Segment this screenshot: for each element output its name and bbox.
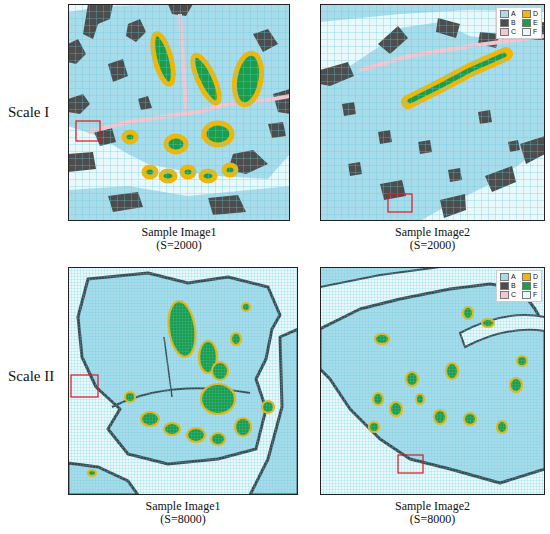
caption-text: (S=8000) bbox=[68, 513, 298, 526]
legend-swatch bbox=[522, 282, 531, 290]
background-cells bbox=[68, 4, 290, 221]
legend-entry: A bbox=[500, 10, 516, 18]
legend-text: F bbox=[533, 28, 537, 36]
legend-text: F bbox=[533, 291, 537, 299]
legend-swatch bbox=[500, 291, 509, 299]
legend-text: C bbox=[511, 28, 516, 36]
map-panel: Sample Image2(S=8000) A D B E C F bbox=[320, 267, 545, 528]
legend-text: B bbox=[511, 282, 516, 290]
caption-text: Sample Image2 bbox=[320, 500, 545, 513]
legend-entry: D bbox=[522, 273, 538, 281]
caption-text: Sample Image1 bbox=[68, 226, 290, 239]
legend-entry: F bbox=[522, 291, 538, 299]
highlight-box bbox=[76, 121, 100, 141]
legend-entry: F bbox=[522, 28, 538, 36]
legend-swatch bbox=[522, 19, 531, 27]
map-panel bbox=[68, 267, 298, 495]
background-cells bbox=[68, 267, 298, 495]
legend-swatch bbox=[522, 291, 531, 299]
panel-frame bbox=[69, 268, 298, 495]
cell-grid bbox=[68, 4, 290, 221]
caption-text: Sample Image2 bbox=[320, 226, 545, 239]
legend-entry: C bbox=[500, 28, 516, 36]
scale-label: Scale II bbox=[8, 368, 54, 385]
map-shape bbox=[320, 4, 545, 221]
legend-swatch bbox=[500, 282, 509, 290]
legend-swatch bbox=[500, 19, 509, 27]
map-panel bbox=[320, 4, 545, 221]
legend-swatch bbox=[500, 28, 509, 36]
map-panel: Sample Image2(S=2000) A D B E C F bbox=[320, 4, 545, 254]
caption-text: (S=8000) bbox=[320, 513, 545, 526]
scale-label: Scale I bbox=[8, 104, 49, 121]
caption-text: (S=2000) bbox=[68, 239, 290, 252]
legend-swatch bbox=[500, 10, 509, 18]
background-cells bbox=[320, 267, 545, 495]
highlight-box bbox=[71, 375, 98, 397]
cell-grid bbox=[68, 267, 298, 495]
legend-swatch bbox=[500, 273, 509, 281]
map-legend: A D B E C F bbox=[496, 270, 542, 302]
map-shape bbox=[68, 4, 290, 221]
legend-swatch bbox=[522, 28, 531, 36]
map-panel bbox=[320, 267, 545, 495]
legend-entry: D bbox=[522, 10, 538, 18]
caption-text: Sample Image1 bbox=[68, 500, 298, 513]
legend-entry: B bbox=[500, 19, 516, 27]
legend-text: E bbox=[533, 19, 538, 27]
panel-caption: Sample Image1(S=8000) bbox=[68, 500, 298, 526]
panel-caption: Sample Image2(S=8000) bbox=[320, 500, 545, 526]
legend-text: C bbox=[511, 291, 516, 299]
panel-frame bbox=[321, 268, 545, 495]
map-panel: Sample Image1(S=8000) bbox=[68, 267, 298, 528]
legend-swatch bbox=[522, 273, 531, 281]
legend-entry: B bbox=[500, 282, 516, 290]
panel-frame bbox=[69, 5, 290, 221]
map-panel bbox=[68, 4, 290, 221]
legend-entry: E bbox=[522, 282, 538, 290]
legend-swatch bbox=[522, 10, 531, 18]
highlight-box bbox=[398, 455, 423, 473]
panel-frame bbox=[321, 5, 545, 221]
legend-text: D bbox=[533, 10, 538, 18]
legend-text: D bbox=[533, 273, 538, 281]
legend-text: E bbox=[533, 282, 538, 290]
cell-grid bbox=[320, 4, 545, 221]
legend-entry: E bbox=[522, 19, 538, 27]
map-legend: A D B E C F bbox=[496, 7, 542, 39]
caption-text: (S=2000) bbox=[320, 239, 545, 252]
legend-text: B bbox=[511, 19, 516, 27]
legend-text: A bbox=[511, 273, 516, 281]
legend-entry: A bbox=[500, 273, 516, 281]
legend-text: A bbox=[511, 10, 516, 18]
map-shape bbox=[320, 267, 545, 495]
background-cells bbox=[320, 4, 545, 221]
panel-caption: Sample Image2(S=2000) bbox=[320, 226, 545, 252]
legend-entry: C bbox=[500, 291, 516, 299]
highlight-box bbox=[388, 194, 412, 212]
map-shape bbox=[68, 267, 298, 495]
panel-caption: Sample Image1(S=2000) bbox=[68, 226, 290, 252]
cell-grid bbox=[320, 267, 545, 495]
map-panel: Sample Image1(S=2000) bbox=[68, 4, 290, 254]
